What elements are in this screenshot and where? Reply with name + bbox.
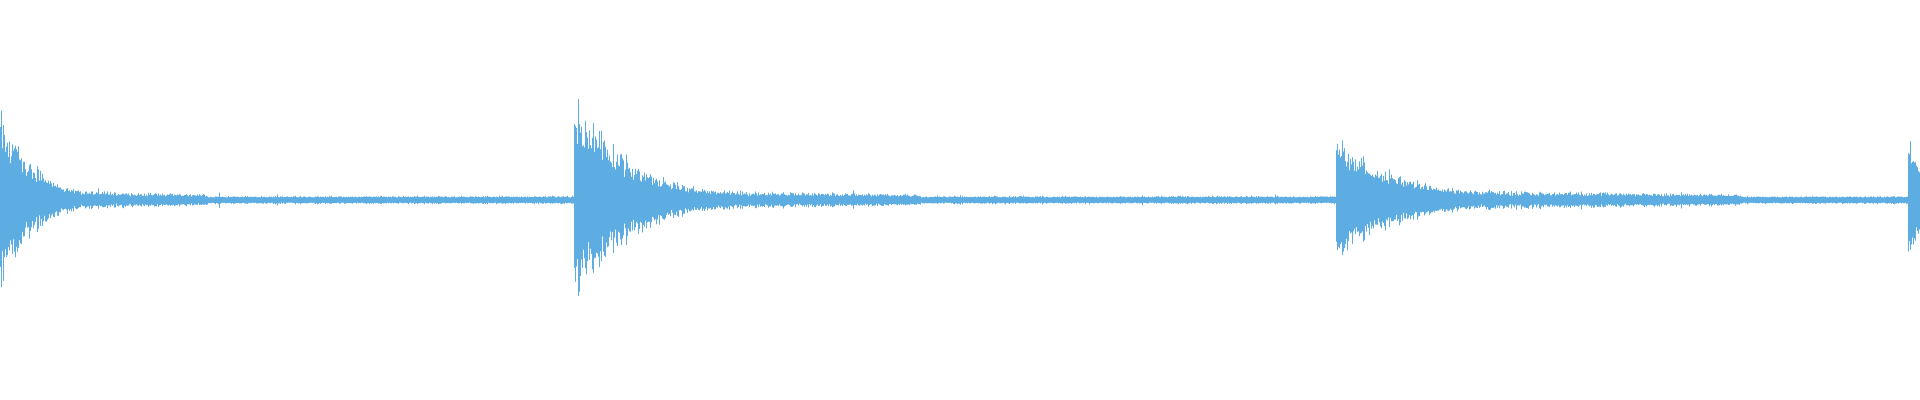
waveform-trace <box>0 99 1920 296</box>
